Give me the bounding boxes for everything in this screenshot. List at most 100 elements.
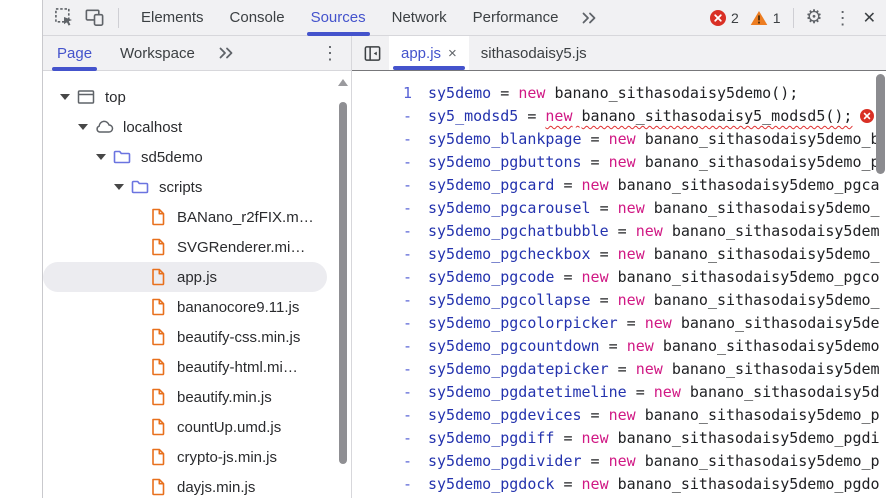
editor-tab-app.js[interactable]: app.js × xyxy=(389,36,469,70)
warning-counter[interactable]: 1 xyxy=(750,10,781,26)
line-number-gutter[interactable]: - xyxy=(402,222,412,240)
code-line[interactable]: -sy5demo_pgcode = new banano_sithasodais… xyxy=(352,266,886,289)
file-icon xyxy=(148,327,168,347)
tree-item-sd5demo[interactable]: sd5demo xyxy=(43,142,351,172)
tree-item-beautify-html.mi-[interactable]: beautify-html.mi… xyxy=(43,352,351,382)
code-line[interactable]: -sy5demo_pgcollapse = new banano_sithaso… xyxy=(352,289,886,312)
token-keyword: new xyxy=(518,84,546,102)
close-tab-icon[interactable]: × xyxy=(448,44,457,62)
code-line[interactable]: -sy5_modsd5 = new banano_sithasodaisy5_m… xyxy=(352,105,886,128)
tree-item-app.js[interactable]: app.js xyxy=(43,262,327,292)
code-line[interactable]: -sy5demo_pgcolorpicker = new banano_sith… xyxy=(352,312,886,335)
tree-scrollbar[interactable] xyxy=(337,77,349,496)
line-number-gutter[interactable]: - xyxy=(402,268,412,286)
tree-item-beautify.min.js[interactable]: beautify.min.js xyxy=(43,382,351,412)
code-line[interactable]: -sy5demo_pgdivider = new banano_sithasod… xyxy=(352,450,886,473)
inline-error-icon[interactable] xyxy=(860,109,875,123)
token-keyword: new xyxy=(617,245,645,263)
tree-item-svgrenderer.mi-[interactable]: SVGRenderer.mi… xyxy=(43,232,351,262)
line-number-gutter[interactable]: - xyxy=(402,360,412,378)
line-number-gutter[interactable]: - xyxy=(402,406,412,424)
code-line[interactable]: -sy5demo_blankpage = new banano_sithasod… xyxy=(352,128,886,151)
code-line[interactable]: -sy5demo_pgcard = new banano_sithasodais… xyxy=(352,174,886,197)
editor-tab-sithasodaisy5.js[interactable]: sithasodaisy5.js xyxy=(469,36,599,70)
tree-item-top[interactable]: top xyxy=(43,82,351,112)
tree-item-banano-r2ffix.m-[interactable]: BANano_r2fFIX.m… xyxy=(43,202,351,232)
line-number-gutter[interactable]: - xyxy=(402,475,412,493)
tree-scrollbar-thumb[interactable] xyxy=(339,102,347,464)
file-icon xyxy=(148,447,168,467)
token-operator: = xyxy=(581,153,609,171)
expand-arrow-icon[interactable] xyxy=(78,124,88,130)
tree-item-label: bananocore9.11.js xyxy=(177,298,300,316)
panel-tab-network[interactable]: Network xyxy=(391,9,447,26)
line-number-gutter[interactable]: - xyxy=(402,337,412,355)
token-variable: sy5_modsd5 xyxy=(428,107,519,125)
more-panels-button[interactable] xyxy=(574,4,604,32)
code-line[interactable]: -sy5demo_pgcheckbox = new banano_sithaso… xyxy=(352,243,886,266)
expand-arrow-icon[interactable] xyxy=(96,154,106,160)
expand-arrow-icon[interactable] xyxy=(114,184,124,190)
toggle-navigator-button[interactable] xyxy=(363,44,382,63)
more-navigator-tabs-button[interactable] xyxy=(211,39,241,67)
code-line[interactable]: -sy5demo_pgdatepicker = new banano_sitha… xyxy=(352,358,886,381)
expression: new banano_sithasodaisy5demo_ xyxy=(618,199,880,217)
panel-tab-elements[interactable]: Elements xyxy=(141,9,204,26)
line-number-gutter[interactable]: 1 xyxy=(402,84,412,102)
line-number-gutter[interactable]: - xyxy=(402,452,412,470)
device-toolbar-button[interactable] xyxy=(79,4,109,32)
code-text: sy5demo_pgdatepicker = new banano_sithas… xyxy=(412,358,880,381)
settings-button[interactable]: ⚙ xyxy=(805,7,823,28)
line-number-gutter[interactable]: - xyxy=(402,176,412,194)
tree-item-scripts[interactable]: scripts xyxy=(43,172,351,202)
code-line[interactable]: -sy5demo_pgdevices = new banano_sithasod… xyxy=(352,404,886,427)
code-line[interactable]: -sy5demo_pgcountdown = new banano_sithas… xyxy=(352,335,886,358)
panel-tab-performance[interactable]: Performance xyxy=(472,9,559,26)
code-line[interactable]: -sy5demo_pgchatbubble = new banano_sitha… xyxy=(352,220,886,243)
error-counter[interactable]: 2 xyxy=(709,9,739,26)
token-operator: = xyxy=(590,245,618,263)
tree-item-label: dayjs.min.js xyxy=(177,478,256,496)
editor-tab-label: app.js xyxy=(401,44,442,62)
line-number-gutter[interactable]: - xyxy=(402,153,412,171)
tree-item-localhost[interactable]: localhost xyxy=(43,112,351,142)
tree-item-countup.umd.js[interactable]: countUp.umd.js xyxy=(43,412,351,442)
editor-scrollbar-thumb[interactable] xyxy=(876,74,885,174)
code-line[interactable]: -sy5demo_pgdock = new banano_sithasodais… xyxy=(352,473,886,496)
code-line[interactable]: -sy5demo_pgcarousel = new banano_sithaso… xyxy=(352,197,886,220)
close-devtools-button[interactable]: ✕ xyxy=(862,9,876,27)
panel-tab-console[interactable]: Console xyxy=(229,9,285,26)
line-number-gutter[interactable]: - xyxy=(402,107,412,125)
navigator-tab-page[interactable]: Page xyxy=(43,36,106,71)
device-toolbar-icon xyxy=(85,9,103,26)
token-class-name: banano_sithasodaisy5demo_pgca xyxy=(617,176,880,194)
tree-item-bananocore9.11.js[interactable]: bananocore9.11.js xyxy=(43,292,351,322)
token-operator: = xyxy=(554,429,582,447)
code-line[interactable]: -sy5demo_pgbuttons = new banano_sithasod… xyxy=(352,151,886,174)
tree-item-beautify-css.min.js[interactable]: beautify-css.min.js xyxy=(43,322,351,352)
token-keyword: new xyxy=(635,360,663,378)
code-line[interactable]: -sy5demo_pgdiff = new banano_sithasodais… xyxy=(352,427,886,450)
expand-arrow-icon[interactable] xyxy=(60,94,70,100)
line-number-gutter[interactable]: - xyxy=(402,245,412,263)
line-number-gutter[interactable]: - xyxy=(402,291,412,309)
tree-item-crypto-js.min.js[interactable]: crypto-js.min.js xyxy=(43,442,351,472)
code-text: sy5demo_pgcarousel = new banano_sithasod… xyxy=(412,197,880,220)
code-text: sy5demo = new banano_sithasodaisy5demo()… xyxy=(412,82,798,105)
line-number-gutter[interactable]: - xyxy=(402,199,412,217)
inspect-element-button[interactable] xyxy=(49,4,79,32)
expression: new banano_sithasodaisy5demo_pgco xyxy=(582,268,880,286)
line-number-gutter[interactable]: - xyxy=(402,429,412,447)
scroll-up-arrow-icon[interactable] xyxy=(338,79,348,86)
panel-tab-sources[interactable]: Sources xyxy=(298,0,379,36)
tree-item-dayjs.min.js[interactable]: dayjs.min.js xyxy=(43,472,351,498)
navigator-menu-button[interactable]: ⋮ xyxy=(321,43,339,63)
code-line[interactable]: -sy5demo_pgdatetimeline = new banano_sit… xyxy=(352,381,886,404)
line-number-gutter[interactable]: - xyxy=(402,383,412,401)
line-number-gutter[interactable]: - xyxy=(402,130,412,148)
devtools-menu-button[interactable]: ⋮ xyxy=(833,7,852,28)
navigator-tab-workspace[interactable]: Workspace xyxy=(120,44,195,62)
line-number-gutter[interactable]: - xyxy=(402,314,412,332)
